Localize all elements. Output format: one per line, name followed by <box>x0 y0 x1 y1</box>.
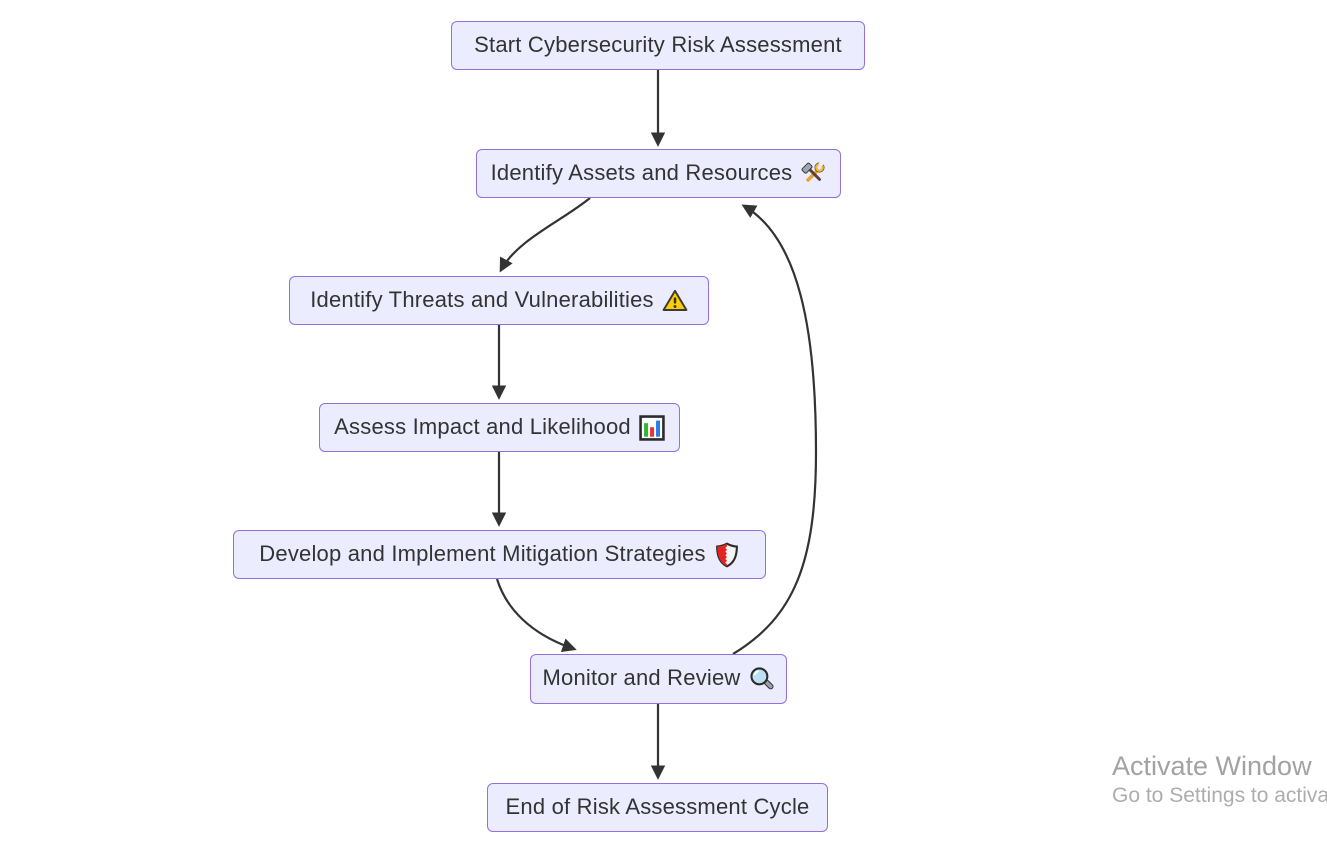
node-identify-assets-label: Identify Assets and Resources <box>490 159 793 185</box>
node-end-label: End of Risk Assessment Cycle <box>505 793 810 819</box>
hammer-wrench-icon <box>801 160 825 182</box>
node-monitor-review: Monitor and Review <box>530 654 787 704</box>
activate-windows-watermark: Activate Window Go to Settings to activa <box>1112 750 1327 811</box>
node-develop-mitigation-label: Develop and Implement Mitigation Strateg… <box>259 540 706 566</box>
node-assess-impact: Assess Impact and Likelihood <box>319 403 680 452</box>
node-develop-mitigation: Develop and Implement Mitigation Strateg… <box>233 530 766 579</box>
edge-develop-to-monitor <box>495 578 577 653</box>
node-start-label: Start Cybersecurity Risk Assessment <box>474 31 842 57</box>
node-identify-threats: Identify Threats and Vulnerabilities <box>289 276 709 325</box>
bar-chart-icon <box>639 414 665 441</box>
node-monitor-review-label: Monitor and Review <box>542 665 741 690</box>
watermark-title: Activate Window <box>1112 751 1312 781</box>
shield-icon <box>715 542 738 567</box>
warning-icon <box>662 289 688 311</box>
edge-monitor-loop-to-identify-assets <box>732 204 818 655</box>
node-identify-threats-label: Identify Threats and Vulnerabilities <box>310 286 654 312</box>
watermark-subtitle: Go to Settings to activa <box>1112 784 1327 808</box>
edge-identify-assets-to-threats <box>499 197 591 273</box>
node-identify-assets: Identify Assets and Resources <box>476 149 841 198</box>
magnifier-icon <box>749 667 774 690</box>
node-end: End of Risk Assessment Cycle <box>487 783 828 832</box>
node-start: Start Cybersecurity Risk Assessment <box>451 21 865 70</box>
node-assess-impact-label: Assess Impact and Likelihood <box>334 413 631 439</box>
